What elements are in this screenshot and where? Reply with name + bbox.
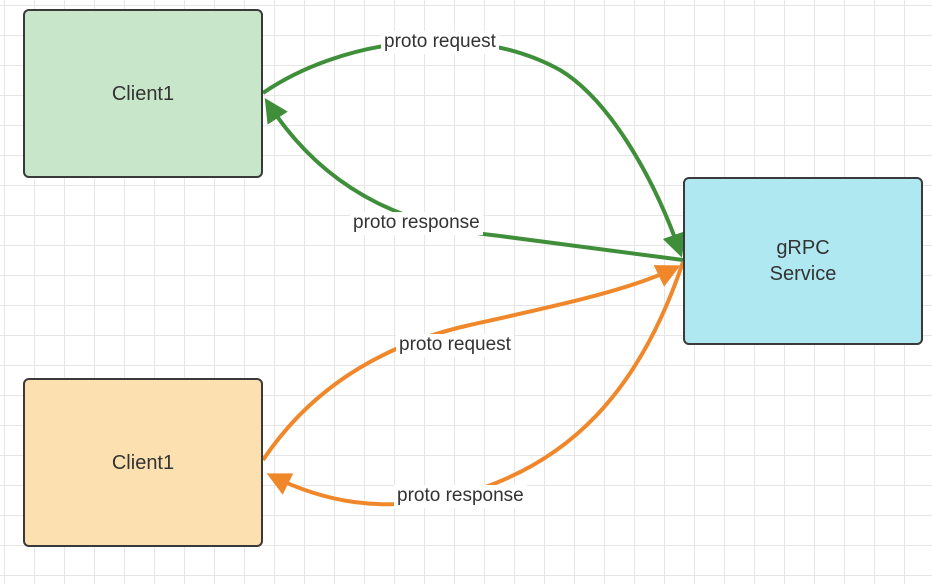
bottom-request-label: proto request bbox=[396, 334, 514, 357]
edge-bottom-request-arrow bbox=[261, 265, 681, 462]
top-request-label: proto request bbox=[381, 31, 499, 54]
edge-top-request-arrow bbox=[261, 39, 686, 258]
client-top-label: Client1 bbox=[111, 82, 175, 105]
edge-top-response-arrow bbox=[264, 97, 684, 262]
client-bottom-box: Client1 bbox=[23, 378, 263, 547]
client-top-box: Client1 bbox=[23, 9, 263, 178]
grpc-service-label: gRPC Service bbox=[769, 237, 837, 285]
top-response-label: proto response bbox=[350, 212, 483, 235]
grpc-service-box: gRPC Service bbox=[683, 177, 923, 345]
bottom-response-label: proto response bbox=[394, 485, 527, 508]
client-bottom-label: Client1 bbox=[111, 451, 175, 474]
